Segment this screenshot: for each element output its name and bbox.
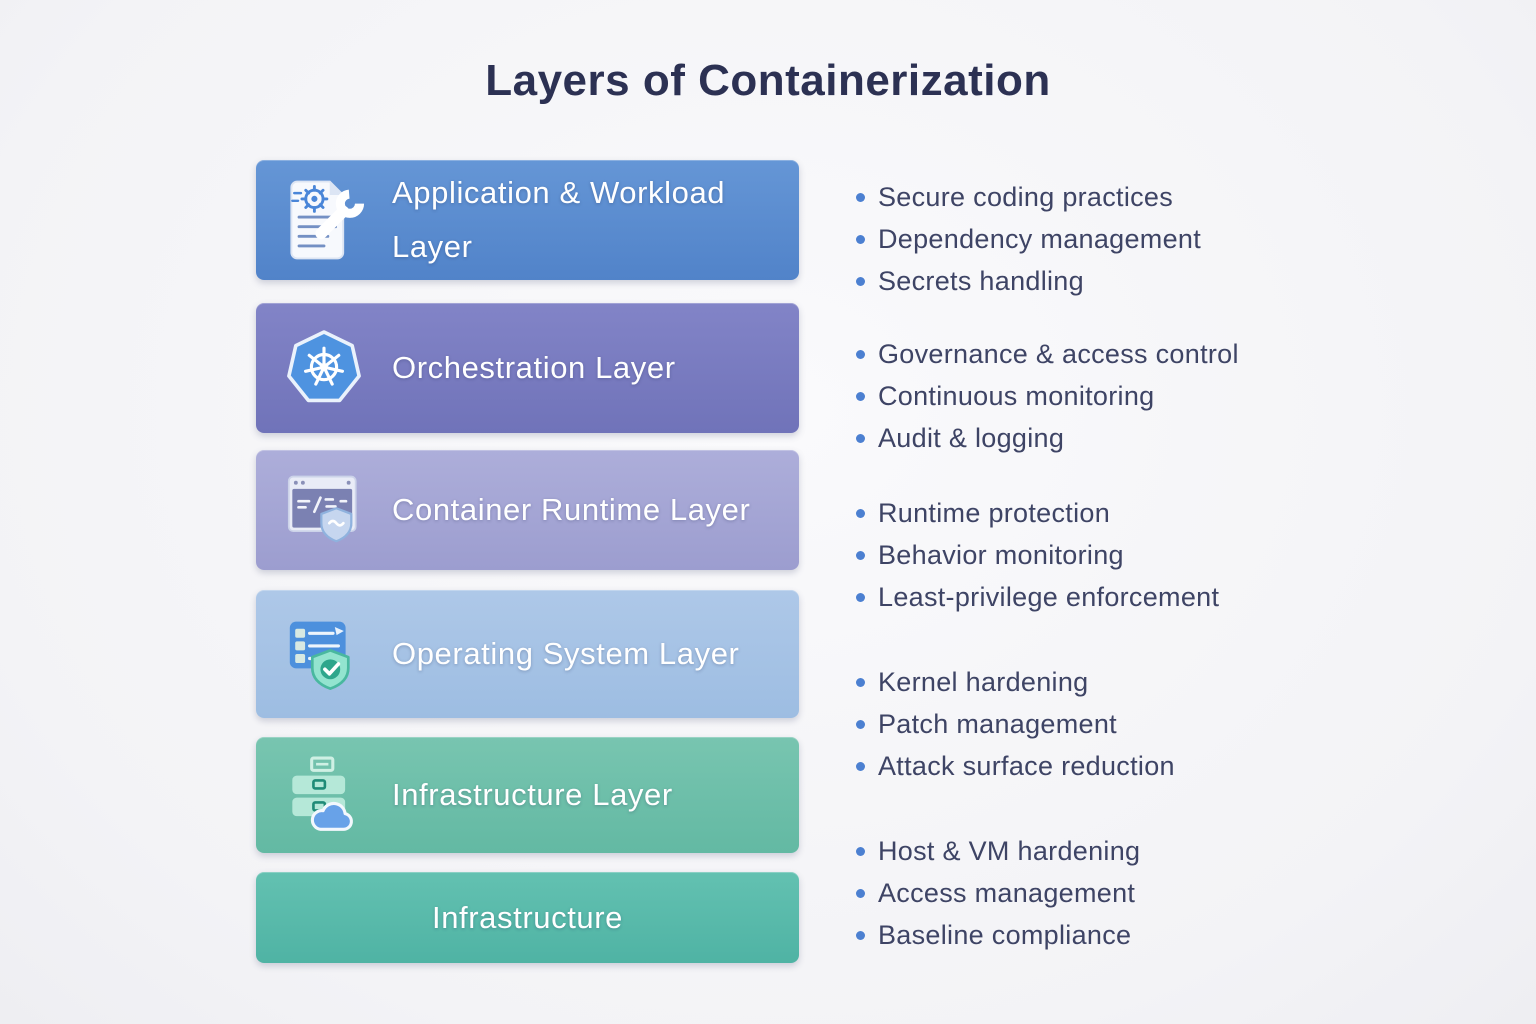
list-item: Runtime protection <box>856 492 1219 534</box>
document-gear-wrench-icon <box>256 170 392 270</box>
list-item: Kernel hardening <box>856 661 1175 703</box>
bullet-text: Audit & logging <box>878 422 1065 453</box>
list-item: Dependency management <box>856 218 1201 260</box>
bullet-text: Governance & access control <box>878 338 1239 369</box>
bullet-text: Least-privilege enforcement <box>878 581 1220 612</box>
bullet-text: Behavior monitoring <box>878 539 1124 570</box>
layer-application-workload: Application & Workload Layer <box>256 160 799 280</box>
bullet-text: Patch management <box>878 708 1117 739</box>
list-item: Behavior monitoring <box>856 534 1219 576</box>
bullet-icon <box>856 592 865 602</box>
bullet-text: Baseline compliance <box>878 919 1132 950</box>
bullet-group-application: Secure coding practices Dependency manag… <box>856 176 1201 302</box>
kubernetes-helm-icon <box>256 322 392 414</box>
bullet-icon <box>856 888 865 898</box>
bullet-text: Secure coding practices <box>878 181 1174 212</box>
bullet-icon <box>856 930 865 940</box>
bullet-text: Kernel hardening <box>878 666 1089 697</box>
bullet-icon <box>856 349 865 359</box>
bullet-text: Continuous monitoring <box>878 380 1155 411</box>
bullet-icon <box>856 761 865 771</box>
layer-label: Orchestration Layer <box>392 350 676 385</box>
bullet-text: Secrets handling <box>878 265 1084 296</box>
layer-container-runtime: Container Runtime Layer <box>256 450 799 570</box>
terminal-shield-icon <box>256 466 392 554</box>
list-item: Audit & logging <box>856 417 1239 459</box>
layer-operating-system: Operating System Layer <box>256 590 799 718</box>
bullet-icon <box>856 677 865 687</box>
bullet-icon <box>856 433 865 443</box>
bullet-text: Runtime protection <box>878 497 1111 528</box>
list-item: Least-privilege enforcement <box>856 576 1219 618</box>
bullet-text: Dependency management <box>878 223 1202 254</box>
bullet-group-container-runtime: Runtime protection Behavior monitoring L… <box>856 492 1219 618</box>
bullet-icon <box>856 391 865 401</box>
layer-infrastructure: Infrastructure <box>256 872 799 963</box>
layer-label: Application & Workload Layer <box>392 175 726 264</box>
bullet-icon <box>856 508 865 518</box>
bullet-icon <box>856 192 865 202</box>
layer-orchestration: Orchestration Layer <box>256 303 799 433</box>
layer-infrastructure-layer: Infrastructure Layer <box>256 737 799 853</box>
layer-label: Infrastructure Layer <box>392 777 673 812</box>
list-item: Access management <box>856 872 1140 914</box>
bullet-group-operating-system: Kernel hardening Patch management Attack… <box>856 661 1175 787</box>
list-item: Attack surface reduction <box>856 745 1175 787</box>
bullet-text: Host & VM hardening <box>878 835 1141 866</box>
bullet-group-infrastructure: Host & VM hardening Access management Ba… <box>856 830 1140 956</box>
bullet-icon <box>856 550 865 560</box>
layer-label: Operating System Layer <box>392 636 740 671</box>
bullet-icon <box>856 234 865 244</box>
list-item: Host & VM hardening <box>856 830 1140 872</box>
layer-label: Infrastructure <box>431 899 624 935</box>
list-item: Governance & access control <box>856 333 1239 375</box>
list-item: Secure coding practices <box>856 176 1201 218</box>
bullet-icon <box>856 719 865 729</box>
checklist-shield-icon <box>256 609 392 699</box>
bullet-icon <box>856 846 865 856</box>
layer-label: Container Runtime Layer <box>392 492 751 527</box>
list-item: Baseline compliance <box>856 914 1140 956</box>
list-item: Patch management <box>856 703 1175 745</box>
bullet-text: Access management <box>878 877 1136 908</box>
page-title: Layers of Containerization <box>485 56 1051 105</box>
bullet-icon <box>856 276 865 286</box>
bullet-group-orchestration: Governance & access control Continuous m… <box>856 333 1239 459</box>
bullet-text: Attack surface reduction <box>878 750 1175 781</box>
list-item: Secrets handling <box>856 260 1201 302</box>
list-item: Continuous monitoring <box>856 375 1239 417</box>
server-cloud-icon <box>256 749 392 841</box>
